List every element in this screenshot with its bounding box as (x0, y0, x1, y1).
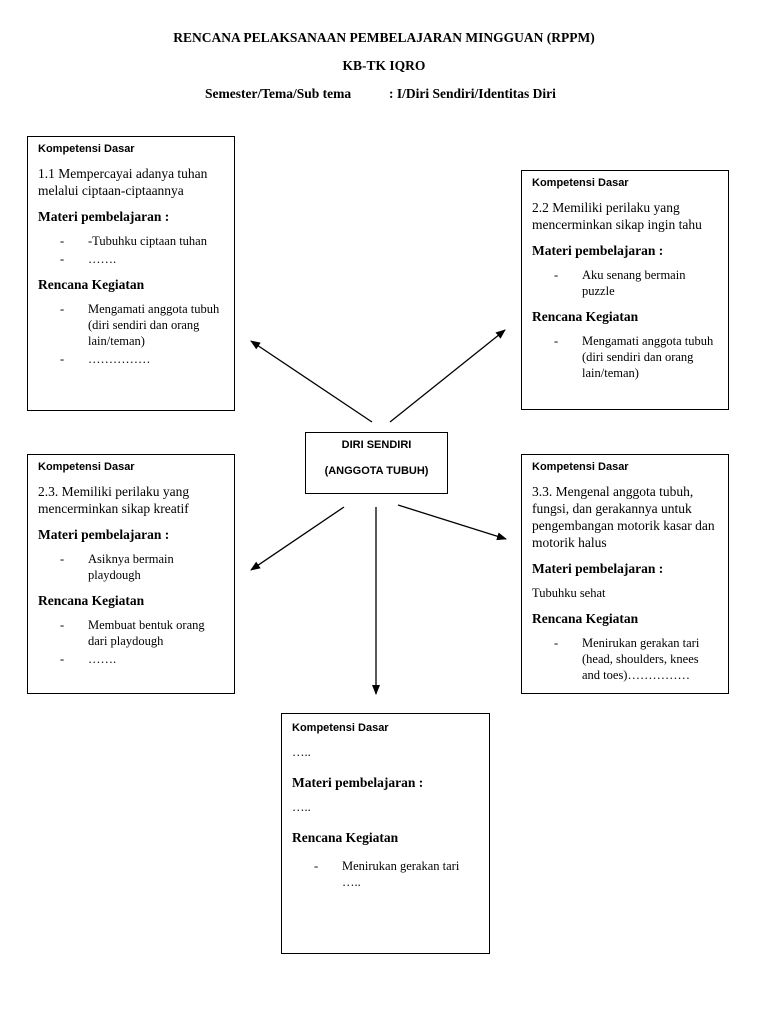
materi-list: --Tubuhku ciptaan tuhan -……. (38, 233, 224, 267)
kegiatan-list: -Mengamati anggota tubuh (diri sendiri d… (532, 333, 718, 381)
list-item: --Tubuhku ciptaan tuhan (60, 234, 207, 248)
semester-value: : I/Diri Sendiri/Identitas Diri (389, 86, 556, 101)
list-item: -……. (60, 652, 117, 666)
center-line-1: DIRI SENDIRI (341, 439, 412, 451)
materi-text: ….. (292, 800, 311, 814)
box-bottom: Kompetensi Dasar ….. Materi pembelajaran… (281, 713, 490, 954)
kd-label: Kompetensi Dasar (38, 143, 135, 155)
kegiatan-label: Rencana Kegiatan (532, 611, 639, 626)
kegiatan-label: Rencana Kegiatan (532, 309, 639, 324)
kd-text: ….. (292, 745, 311, 759)
materi-list: -Asiknya bermain playdough (38, 551, 224, 583)
materi-label: Materi pembelajaran : (532, 561, 664, 576)
kegiatan-list: -Menirukan gerakan tari ….. (292, 858, 479, 890)
kegiatan-label: Rencana Kegiatan (38, 593, 145, 608)
materi-label: Materi pembelajaran : (532, 243, 664, 258)
list-item: -Menirukan gerakan tari (head, shoulders… (554, 636, 700, 682)
list-item: -……. (60, 252, 117, 266)
kegiatan-list: -Membuat bentuk orang dari playdough -……… (38, 617, 224, 667)
kd-text: 2.3. Memiliki perilaku yang mencerminkan… (38, 484, 190, 516)
materi-label: Materi pembelajaran : (38, 209, 170, 224)
kegiatan-list: -Menirukan gerakan tari (head, shoulders… (532, 635, 718, 683)
kd-label: Kompetensi Dasar (532, 461, 629, 473)
center-topic-box: DIRI SENDIRI (ANGGOTA TUBUH) (305, 432, 448, 494)
semester-label: Semester/Tema/Sub tema (205, 86, 352, 101)
kd-text: 3.3. Mengenal anggota tubuh, fungsi, dan… (532, 484, 715, 550)
arrow-mid-left (250, 506, 345, 571)
materi-label: Materi pembelajaran : (38, 527, 170, 542)
kd-label: Kompetensi Dasar (532, 177, 629, 189)
box-mid-left: Kompetensi Dasar 2.3. Memiliki perilaku … (27, 454, 235, 694)
arrow-top-right (389, 329, 506, 423)
kd-label: Kompetensi Dasar (38, 461, 135, 473)
kegiatan-label: Rencana Kegiatan (38, 277, 145, 292)
materi-text: Tubuhku sehat (532, 586, 606, 600)
list-item: -…………… (60, 352, 151, 366)
list-item: -Asiknya bermain playdough (60, 552, 174, 582)
list-item: -Membuat bentuk orang dari playdough (60, 618, 205, 648)
materi-label: Materi pembelajaran : (292, 775, 424, 790)
kd-label: Kompetensi Dasar (292, 722, 389, 734)
center-line-2: (ANGGOTA TUBUH) (324, 465, 429, 477)
list-item: -Aku senang bermain puzzle (554, 268, 686, 298)
arrow-top-left (250, 340, 373, 423)
list-item: -Menirukan gerakan tari ….. (314, 859, 460, 889)
kegiatan-list: -Mengamati anggota tubuh (diri sendiri d… (38, 301, 224, 367)
list-item: -Mengamati anggota tubuh (diri sendiri d… (60, 302, 220, 348)
school-name: KB-TK IQRO (342, 58, 426, 73)
box-top-right: Kompetensi Dasar 2.2 Memiliki perilaku y… (521, 170, 729, 410)
arrow-mid-right (397, 504, 507, 541)
kd-text: 2.2 Memiliki perilaku yang mencerminkan … (532, 200, 702, 232)
list-item: -Mengamati anggota tubuh (diri sendiri d… (554, 334, 714, 380)
box-top-left: Kompetensi Dasar 1.1 Mempercayai adanya … (27, 136, 235, 411)
page-title: RENCANA PELAKSANAAN PEMBELAJARAN MINGGUA… (173, 30, 595, 45)
kegiatan-label: Rencana Kegiatan (292, 830, 399, 845)
box-mid-right: Kompetensi Dasar 3.3. Mengenal anggota t… (521, 454, 729, 694)
kd-text: 1.1 Mempercayai adanya tuhan melalui cip… (38, 166, 208, 198)
materi-list: -Aku senang bermain puzzle (532, 267, 718, 299)
